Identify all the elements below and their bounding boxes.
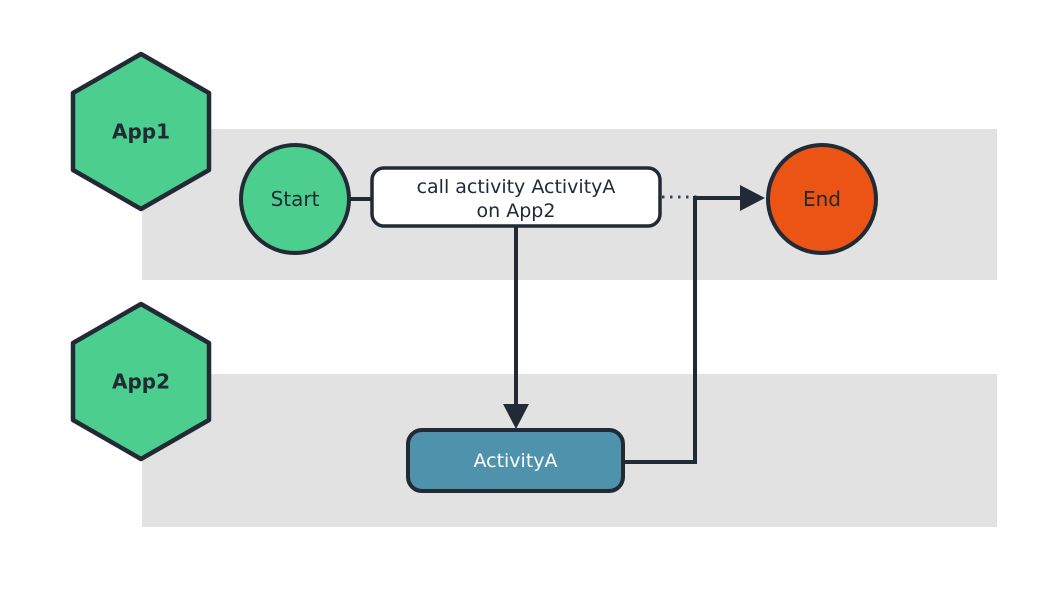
arrowhead-into-end-icon: [740, 185, 765, 211]
arrowhead-into-activity-a-icon: [503, 404, 529, 429]
connector-activity-a-to-end: [623, 196, 742, 464]
start-event-node: [239, 143, 351, 255]
hexagon-app2-label: App2: [112, 370, 170, 394]
start-event-label: Start: [271, 187, 320, 211]
end-event-label: End: [803, 187, 841, 211]
activity-a-label: ActivityA: [473, 450, 557, 472]
activity-a-node: [406, 428, 625, 493]
hexagon-app2: [70, 301, 212, 462]
call-activity-node: [370, 166, 662, 228]
call-activity-label-line1: call activity ActivityA: [417, 176, 616, 198]
end-event-node: [766, 143, 878, 255]
call-activity-label-line2: on App2: [477, 200, 556, 222]
hexagon-app1-label: App1: [112, 120, 170, 144]
hexagon-app1: [70, 51, 212, 212]
